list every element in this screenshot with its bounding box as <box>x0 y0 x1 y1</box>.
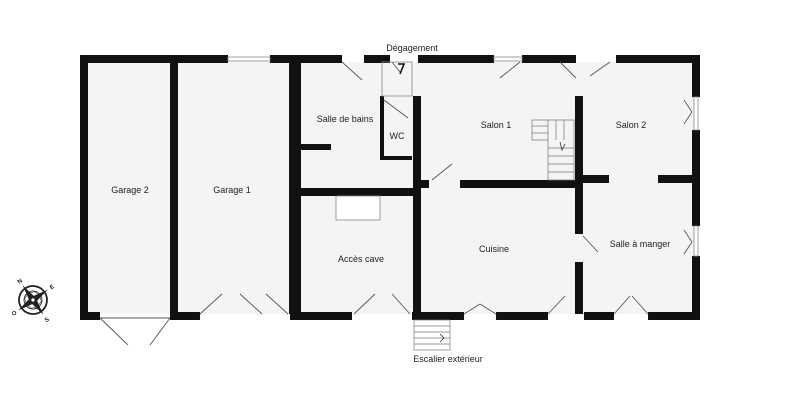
label-garage-1: Garage 1 <box>213 185 251 195</box>
compass-n: N <box>17 278 24 285</box>
interior-staircase <box>531 119 575 181</box>
windows <box>227 56 699 257</box>
label-cuisine: Cuisine <box>479 244 509 254</box>
label-salon-1: Salon 1 <box>481 120 512 130</box>
label-salle-de-bains: Salle de bains <box>317 114 374 124</box>
compass-o: O <box>11 310 19 318</box>
doors <box>99 61 693 346</box>
label-salle-a-manger: Salle à manger <box>610 239 671 249</box>
compass-rose: N E S O <box>11 278 56 324</box>
label-garage-2: Garage 2 <box>111 185 149 195</box>
label-salon-2: Salon 2 <box>616 120 647 130</box>
exterior-staircase <box>413 319 451 351</box>
label-acces-cave: Accès cave <box>338 254 384 264</box>
compass-s: S <box>44 317 51 324</box>
interior-walls <box>170 62 694 314</box>
label-degagement: Dégagement <box>386 43 438 53</box>
room-labels: Dégagement Salle de bains WC Salon 1 Sal… <box>111 43 670 364</box>
watermark-logo-icon <box>17 325 127 383</box>
label-escalier-exterieur: Escalier extérieur <box>413 354 483 364</box>
degagement-frame <box>381 61 413 97</box>
compass-e: E <box>49 284 56 291</box>
label-wc: WC <box>390 131 405 141</box>
cave-hatch <box>335 195 381 221</box>
exterior-walls <box>80 55 700 320</box>
